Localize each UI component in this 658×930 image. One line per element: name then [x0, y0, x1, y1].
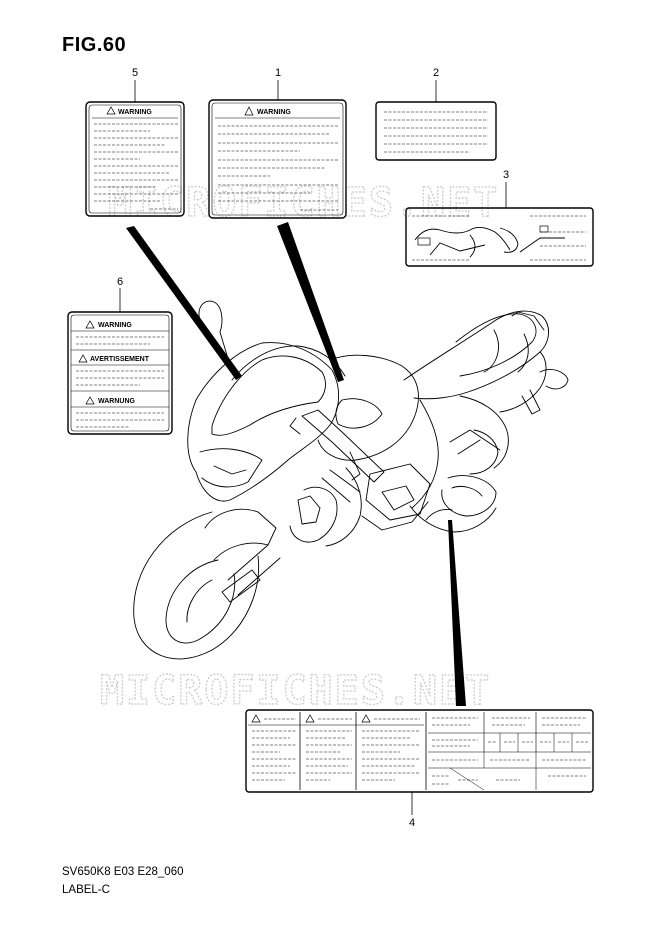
- watermark-top: MICROFICHES.NET: [108, 180, 499, 226]
- leader-label-1: [277, 222, 344, 382]
- label-5-warning: WARNING: [118, 109, 152, 116]
- motorcycle-outline: [133, 300, 569, 660]
- label-6-warnung: WARNUNG: [98, 398, 135, 405]
- watermark-bottom: MICROFICHES.NET: [100, 668, 491, 714]
- label-4: [245, 709, 594, 815]
- leader-label-4: [448, 520, 466, 706]
- callout-1: 1: [275, 67, 281, 79]
- figure-title: FIG.60: [62, 34, 127, 56]
- label-1-warning: WARNING: [257, 109, 291, 116]
- label-1: WARNING: [208, 80, 347, 219]
- label-5: WARNING: [85, 80, 185, 217]
- label-2: [375, 80, 497, 161]
- label-6: WARNING AVERTISSEMENT WARNUNG: [67, 288, 173, 435]
- figure-subtitle: LABEL-C: [62, 884, 110, 896]
- label-6-avertissement: AVERTISSEMENT: [90, 356, 150, 363]
- callout-3: 3: [503, 169, 509, 181]
- label-6-warning: WARNING: [98, 322, 132, 329]
- callout-2: 2: [433, 67, 439, 79]
- callout-4: 4: [409, 817, 415, 829]
- leader-label-5: [126, 226, 242, 380]
- figure-code: SV650K8 E03 E28_060: [62, 866, 184, 878]
- callout-6: 6: [117, 276, 123, 288]
- label-3: [405, 182, 594, 267]
- callout-5: 5: [132, 67, 138, 79]
